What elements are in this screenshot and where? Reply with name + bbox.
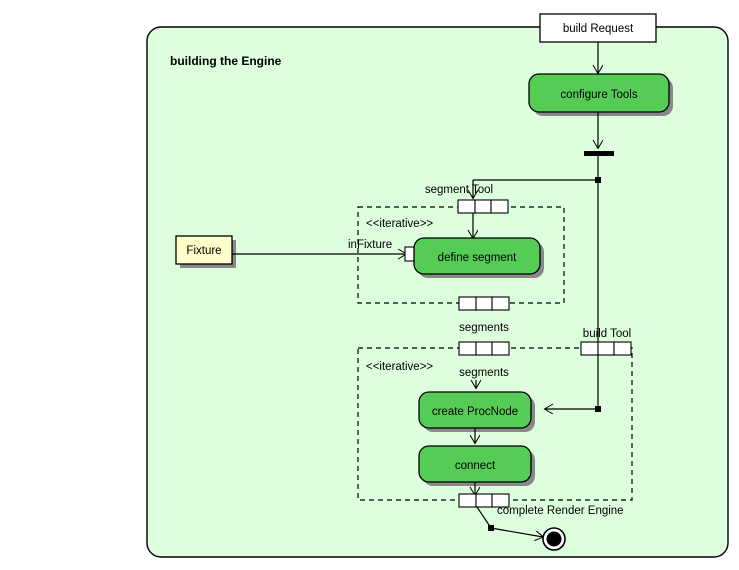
edge-label-build-tool: build Tool <box>583 328 631 340</box>
activity-frame <box>146 26 729 558</box>
region-stereotype: <<iterative>> <box>366 218 433 230</box>
pin-segments-in[interactable] <box>458 341 510 356</box>
action-label: create ProcNode <box>432 406 518 418</box>
action-label: connect <box>455 460 496 472</box>
entry-node-build-request[interactable]: build Request <box>539 13 657 43</box>
action-configure-tools[interactable]: configure Tools <box>528 73 673 116</box>
object-node-label: Fixture <box>186 245 221 257</box>
action-create-procnode[interactable]: create ProcNode <box>418 391 535 432</box>
edge-label-segments-upper: segments <box>459 322 509 334</box>
activity-final-node[interactable] <box>542 527 566 551</box>
edge-label-in-fixture: inFixture <box>348 239 392 251</box>
entry-node-label: build Request <box>563 23 634 35</box>
edge-complete-to-final <box>476 506 543 537</box>
edge-label-complete-render-engine: complete Render Engine <box>497 505 624 517</box>
fork-bar <box>584 151 614 156</box>
pin-build-tool[interactable] <box>580 341 632 356</box>
edge-build-tool-to-create-procnode <box>545 355 601 412</box>
pin-segments-out[interactable] <box>458 296 510 311</box>
action-define-segment[interactable]: define segment <box>413 237 544 278</box>
object-node-fixture[interactable]: Fixture <box>175 235 236 268</box>
action-connect[interactable]: connect <box>418 445 535 486</box>
region-stereotype: <<iterative>> <box>366 361 433 373</box>
edge-label-segments-lower: segments <box>459 367 509 379</box>
pin-segment-tool[interactable] <box>457 199 509 214</box>
edge-fork-branch <box>473 156 601 351</box>
action-label: define segment <box>438 252 517 264</box>
pin-complete-render-engine[interactable] <box>458 493 510 508</box>
frame-title: building the Engine <box>170 54 282 68</box>
edge-label-segment-tool: segment Tool <box>425 184 493 196</box>
action-label: configure Tools <box>560 89 637 101</box>
